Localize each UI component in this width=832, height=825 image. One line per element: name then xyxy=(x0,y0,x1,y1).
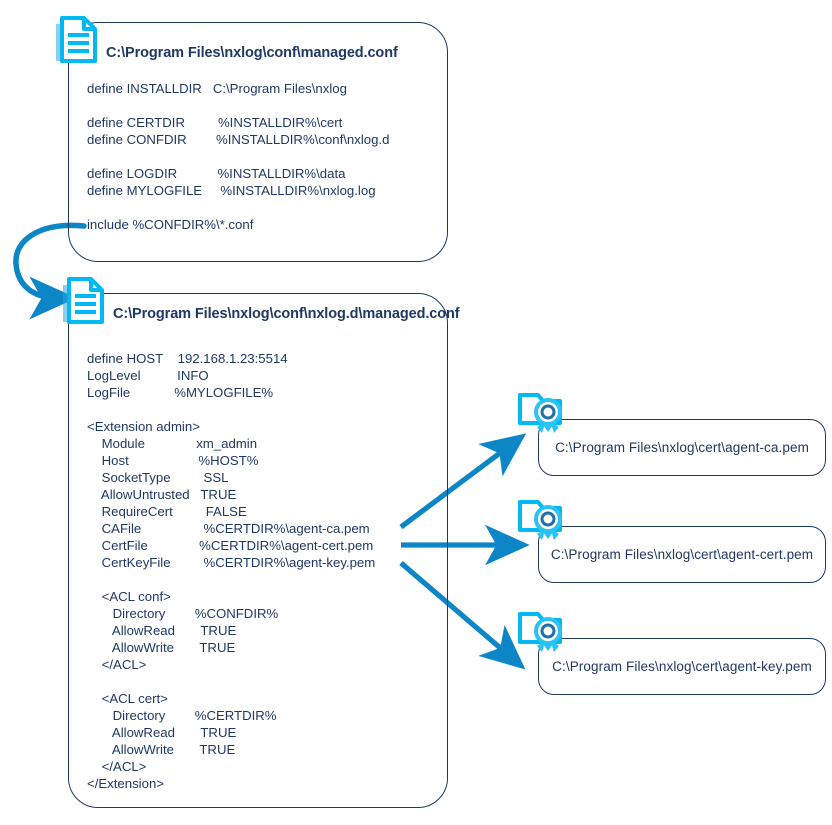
certificate-icon xyxy=(518,393,562,433)
config-line: RequireCert FALSE xyxy=(87,504,247,519)
certificate-icon xyxy=(518,500,562,540)
document-icon xyxy=(63,277,104,324)
config-line: define INSTALLDIR C:\Program Files\nxlog xyxy=(87,81,347,96)
panel-title-managed-conf: C:\Program Files\nxlog\conf\managed.conf xyxy=(106,45,398,61)
cert-panel-agent-ca: C:\Program Files\nxlog\cert\agent-ca.pem xyxy=(538,419,826,476)
config-line-blank xyxy=(87,199,389,216)
config-line: Directory %CERTDIR% xyxy=(87,708,277,723)
cert-label-agent-ca: C:\Program Files\nxlog\cert\agent-ca.pem xyxy=(555,440,809,455)
config-line: define CERTDIR %INSTALLDIR%\cert xyxy=(87,115,343,130)
config-line: AllowUntrusted TRUE xyxy=(87,487,237,502)
config-line: Directory %CONFDIR% xyxy=(87,606,279,621)
config-line: CAFile %CERTDIR%\agent-ca.pem xyxy=(87,521,370,536)
config-line: AllowWrite TRUE xyxy=(87,640,236,655)
config-line: Host %HOST% xyxy=(87,453,259,468)
config-line: LogLevel INFO xyxy=(87,368,209,383)
cert-label-agent-cert: C:\Program Files\nxlog\cert\agent-cert.p… xyxy=(550,547,814,562)
config-line: include %CONFDIR%\*.conf xyxy=(87,217,254,232)
config-panel-managed-conf xyxy=(68,22,448,262)
config-line: </ACL> xyxy=(87,759,147,774)
config-line-blank xyxy=(87,97,389,114)
config-line: AllowWrite TRUE xyxy=(87,742,236,757)
config-line: CertKeyFile %CERTDIR%\agent-key.pem xyxy=(87,555,376,570)
config-line: define CONFDIR %INSTALLDIR%\conf\nxlog.d xyxy=(87,132,390,147)
config-panel-nxlogd-managed-conf xyxy=(68,293,448,808)
cert-panel-agent-cert: C:\Program Files\nxlog\cert\agent-cert.p… xyxy=(538,526,826,583)
config-text-managed-conf: define INSTALLDIR C:\Program Files\nxlog… xyxy=(87,80,389,233)
cert-panel-agent-key: C:\Program Files\nxlog\cert\agent-key.pe… xyxy=(538,638,826,695)
cert-label-agent-key: C:\Program Files\nxlog\cert\agent-key.pe… xyxy=(552,659,812,674)
config-line: AllowRead TRUE xyxy=(87,725,237,740)
config-line: <ACL conf> xyxy=(87,589,171,604)
config-line-blank xyxy=(87,673,375,690)
config-line: define LOGDIR %INSTALLDIR%\data xyxy=(87,166,346,181)
config-line: Module xm_admin xyxy=(87,436,258,451)
certificate-icon xyxy=(518,612,562,652)
config-line: </Extension> xyxy=(87,776,164,791)
config-line-blank xyxy=(87,148,389,165)
config-line: <ACL cert> xyxy=(87,691,168,706)
document-icon xyxy=(56,16,97,63)
config-line-blank xyxy=(87,571,375,588)
config-line: LogFile %MYLOGFILE% xyxy=(87,385,274,400)
config-line: <Extension admin> xyxy=(87,419,200,434)
config-line-blank xyxy=(87,401,375,418)
config-line: SocketType SSL xyxy=(87,470,229,485)
config-line: define MYLOGFILE %INSTALLDIR%\nxlog.log xyxy=(87,183,376,198)
config-line: CertFile %CERTDIR%\agent-cert.pem xyxy=(87,538,374,553)
panel-title-nxlogd-managed-conf: C:\Program Files\nxlog\conf\nxlog.d\mana… xyxy=(113,306,460,322)
config-line: AllowRead TRUE xyxy=(87,623,237,638)
config-line: </ACL> xyxy=(87,657,147,672)
config-line: define HOST 192.168.1.23:5514 xyxy=(87,351,288,366)
